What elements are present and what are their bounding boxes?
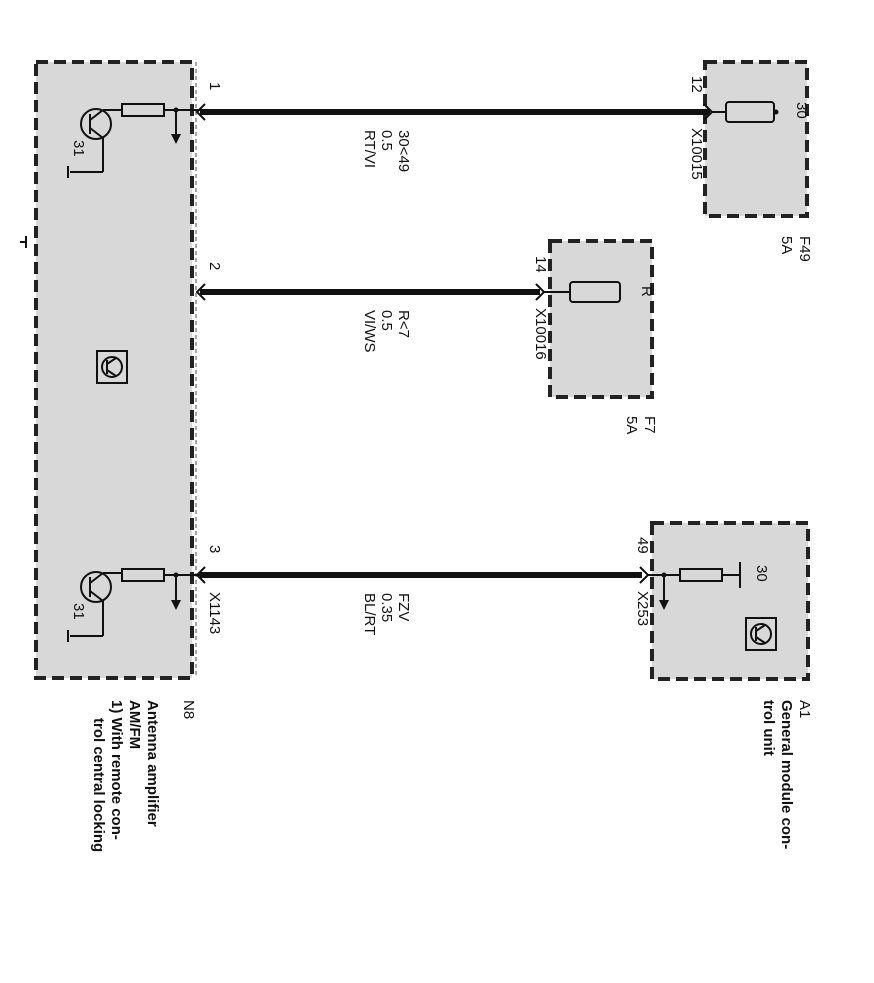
wire-3-signal: FZV <box>395 593 412 621</box>
f49-pin: 12 <box>688 76 705 93</box>
n8-pin-3: 3 <box>206 545 223 553</box>
control-unit-icon <box>745 617 777 651</box>
control-unit-icon <box>96 350 128 384</box>
a1-id: A1 <box>796 700 813 718</box>
n8-connector-label: X1143 <box>206 592 223 634</box>
a1-pin: 49 <box>634 537 651 554</box>
f49-connector: X10015 <box>688 128 705 180</box>
wire-3-color: BL/RT <box>361 593 378 635</box>
a1-name-line-1: General module con- <box>778 700 795 849</box>
f7-id: F7 <box>641 416 658 434</box>
f49-terminal: 30 <box>793 102 810 119</box>
wire-2-signal: R<7 <box>395 310 412 338</box>
n8-id: N8 <box>180 700 197 719</box>
a1-terminal: 30 <box>753 565 770 582</box>
n8-ground-label-bottom: 31 <box>70 603 87 620</box>
n8-ground-label-top: 31 <box>70 140 87 157</box>
ground-icon <box>171 110 181 144</box>
f7-pin: 14 <box>532 256 549 273</box>
wire-1-signal: 30<49 <box>395 130 412 172</box>
wire-2-color: VI/WS <box>361 310 378 353</box>
module-f49-box <box>703 60 809 218</box>
ground-icon <box>659 575 669 610</box>
module-f7-box <box>548 239 654 399</box>
f7-terminal: R <box>638 286 655 297</box>
fuse-icon <box>569 281 621 303</box>
junction-dot <box>773 109 779 115</box>
ground-icon <box>20 236 27 248</box>
f7-connector: X10016 <box>532 308 549 360</box>
connector-chevron <box>195 103 206 121</box>
f49-rating: 5A <box>778 236 795 254</box>
f7-rating: 5A <box>623 416 640 434</box>
transistor-icon <box>70 571 122 637</box>
transistor-icon <box>70 108 122 173</box>
wire-1-gauge: 0.5 <box>378 130 395 151</box>
a1-connector: X253 <box>634 591 651 626</box>
f49-id: F49 <box>796 236 813 262</box>
a1-name-line-2: trol unit <box>760 700 777 756</box>
wire-2-gauge: 0.5 <box>378 310 395 331</box>
wire-1-color: RT/VI <box>361 130 378 168</box>
n8-note-line-2: trol central locking <box>90 718 107 852</box>
n8-name-line-2: AM/FM <box>126 700 143 749</box>
n8-pin-1: 1 <box>206 82 223 90</box>
n8-pin-2: 2 <box>206 262 223 270</box>
n8-note-line-1: 1) With remote con- <box>108 700 125 840</box>
ground-icon <box>171 575 181 610</box>
connector-chevron <box>195 283 206 301</box>
module-a1-box <box>650 521 810 681</box>
module-n8-box <box>34 60 194 680</box>
n8-name-line-1: Antenna amplifier <box>144 700 161 827</box>
wire-3-gauge: 0.35 <box>378 593 395 622</box>
